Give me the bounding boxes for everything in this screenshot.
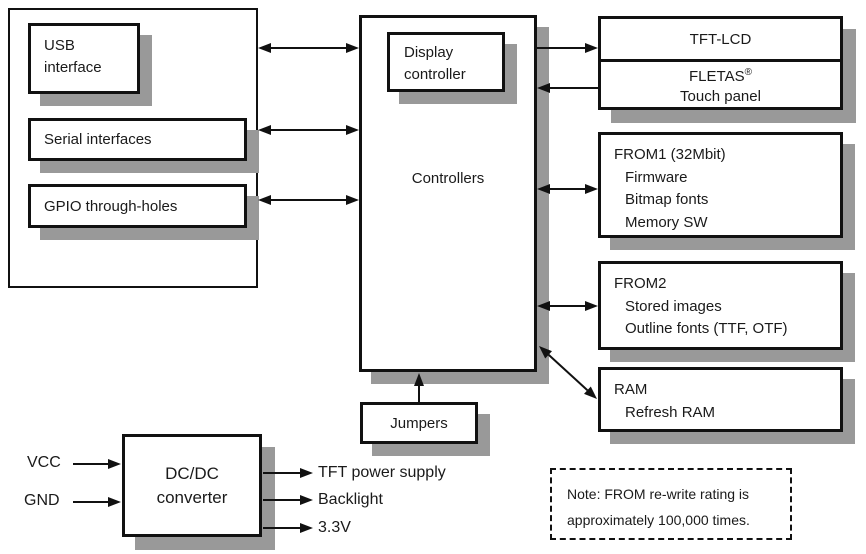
touch-panel-label-line2: Touch panel [680, 87, 761, 105]
arrow-controllers-ram [539, 346, 597, 399]
from1-box: FROM1 (32Mbit) Firmware Bitmap fonts Mem… [598, 132, 843, 238]
from2-item-stored-images: Stored images [625, 297, 722, 315]
gpio-through-holes-box: GPIO through-holes [28, 184, 247, 228]
ram-box: RAM Refresh RAM [598, 367, 843, 432]
arrow-controllers-from1 [537, 184, 598, 194]
arrow-controllers-tft [537, 43, 598, 53]
arrow-dcdc-backlight [263, 495, 313, 505]
arrow-vcc-dcdc [73, 459, 121, 469]
jumpers-label: Jumpers [390, 414, 448, 432]
note-line2: approximately 100,000 times. [567, 512, 750, 528]
from2-item-outline-fonts: Outline fonts (TTF, OTF) [625, 320, 788, 337]
serial-label: Serial interfaces [44, 131, 152, 148]
arrow-serial-controllers [258, 125, 359, 135]
arrow-gpio-controllers [258, 195, 359, 205]
gpio-label: GPIO through-holes [44, 197, 178, 215]
tft-lcd-box: TFT-LCD [598, 16, 843, 62]
display-controller-line2: controller [404, 66, 466, 83]
controllers-label: Controllers [411, 170, 485, 187]
jumpers-box: Jumpers [360, 402, 478, 444]
arrow-controllers-from2 [537, 301, 598, 311]
ram-title: RAM [614, 381, 648, 398]
note-box: Note: FROM re-write rating is approximat… [550, 468, 792, 540]
serial-interfaces-box: Serial interfaces [28, 118, 247, 161]
from2-title: FROM2 [614, 275, 667, 292]
arrow-dcdc-tft-power [263, 468, 313, 478]
backlight-label: Backlight [318, 491, 383, 508]
registered-trademark-mark: ® [744, 66, 752, 78]
arrow-jumpers-controllers [414, 373, 424, 402]
display-controller-line1: Display [404, 44, 454, 61]
display-stack: TFT-LCD FLETAS® Touch panel [598, 16, 843, 110]
voltage-3v3-label: 3.3V [318, 519, 351, 536]
usb-interface-box: USB interface [28, 23, 140, 94]
note-line1: Note: FROM re-write rating is [567, 486, 750, 502]
arrow-dcdc-3v3 [263, 523, 313, 533]
usb-label-line2: interface [44, 59, 102, 76]
dcdc-converter-label: DC/DC converter [156, 463, 228, 507]
io-panel: USB interface Serial interfaces GPIO thr… [8, 8, 258, 288]
display-controller-box: Display controller [387, 32, 505, 92]
arrow-usb-controllers [258, 43, 359, 53]
tft-lcd-label: TFT-LCD [689, 30, 752, 48]
from2-box: FROM2 Stored images Outline fonts (TTF, … [598, 261, 843, 350]
ram-item-refresh: Refresh RAM [625, 403, 716, 421]
from1-title: FROM1 (32Mbit) [614, 146, 726, 163]
arrow-gnd-dcdc [73, 497, 121, 507]
vcc-label: VCC [27, 454, 61, 471]
from1-item-memory-sw: Memory SW [625, 213, 708, 231]
touch-panel-label: FLETAS® Touch panel [680, 66, 761, 105]
from1-item-bitmap-fonts: Bitmap fonts [625, 191, 709, 208]
tft-power-supply-label: TFT power supply [318, 464, 446, 481]
arrow-touch-controllers [537, 83, 598, 93]
from1-item-firmware: Firmware [625, 168, 688, 186]
dcdc-converter-box: DC/DC converter [122, 434, 262, 537]
touch-panel-box: FLETAS® Touch panel [598, 62, 843, 110]
usb-label-line1: USB [44, 37, 75, 54]
gnd-label: GND [24, 492, 60, 509]
